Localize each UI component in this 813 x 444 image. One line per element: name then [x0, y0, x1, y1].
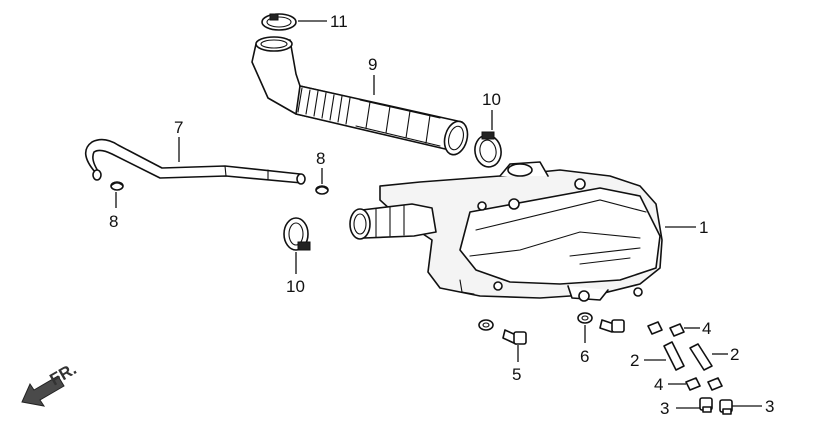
callout-9: 9: [368, 55, 377, 74]
part-8-middle-clip: [315, 185, 329, 195]
part-4-lower-caps: [685, 377, 723, 391]
callout-10-upper: 10: [482, 90, 501, 109]
callout-2-left: 2: [630, 351, 639, 370]
callout-3-right: 3: [765, 397, 774, 416]
part-4-upper-caps: [647, 321, 685, 337]
callout-4-lower: 4: [654, 375, 663, 394]
forward-arrow-icon: [21, 375, 65, 407]
callout-1: 1: [699, 218, 708, 237]
part-1-air-cleaner-housing: [349, 161, 663, 302]
part-6-bolt: [577, 312, 625, 333]
callout-5: 5: [512, 365, 521, 384]
callout-11: 11: [330, 12, 348, 31]
callout-3-left: 3: [660, 399, 669, 418]
callout-2-right: 2: [730, 345, 739, 364]
callout-10-lower: 10: [286, 277, 305, 296]
part-3-drain-caps: [699, 397, 733, 415]
part-8-left-clip: [110, 181, 124, 191]
forward-direction-indicator: FR.: [21, 359, 80, 407]
callout-8-middle: 8: [316, 149, 325, 168]
callout-4-upper: 4: [702, 319, 711, 338]
callout-7: 7: [174, 118, 183, 137]
part-2-plugs: [663, 341, 713, 371]
part-10-lower-clamp: [283, 217, 311, 251]
part-7-drain-tube: [84, 138, 306, 185]
callout-6: 6: [580, 347, 589, 366]
part-11-clamp: [261, 13, 297, 31]
callout-8-left: 8: [109, 212, 118, 231]
part-9-connecting-tube: [251, 36, 469, 156]
part-5-bolt: [478, 319, 527, 345]
part-10-upper-clamp: [474, 131, 502, 168]
